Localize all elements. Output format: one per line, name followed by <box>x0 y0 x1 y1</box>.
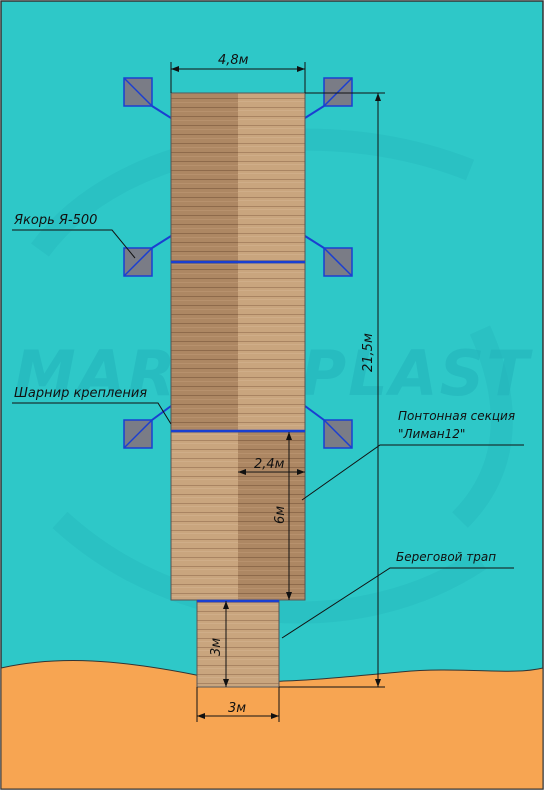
shore-area <box>0 660 544 790</box>
label-gangway: Береговой трап <box>396 550 496 564</box>
anchor-tl <box>123 77 172 119</box>
shore-gangway <box>196 599 280 688</box>
dimension-arrows <box>171 66 381 719</box>
callout-leaders <box>12 229 524 639</box>
label-section-line1: Понтонная секция <box>398 409 515 423</box>
label-section-line2: "Лиман12" <box>398 427 465 441</box>
dim-section-length: 6м <box>273 506 288 524</box>
anchor-br <box>304 405 353 449</box>
anchor-ml <box>123 235 172 277</box>
pontoon-section-3 <box>170 431 306 601</box>
dim-total-length: 21,5м <box>361 333 376 372</box>
anchor-mr <box>304 235 353 277</box>
label-hinge: Шарнир крепления <box>14 386 147 401</box>
dim-total-width: 4,8м <box>218 53 249 68</box>
dim-half-width: 2,4м <box>254 457 285 472</box>
anchor-tr <box>304 77 353 119</box>
label-anchor: Якорь Я-500 <box>13 213 97 228</box>
pontoon-section-2 <box>170 262 306 432</box>
dim-gangway-width: 3м <box>228 701 246 716</box>
anchor-group <box>123 77 353 449</box>
dim-gangway-length: 3м <box>209 638 224 656</box>
pontoon-section-1 <box>170 92 306 263</box>
dimension-lines <box>170 62 385 722</box>
anchor-bl <box>123 405 172 449</box>
